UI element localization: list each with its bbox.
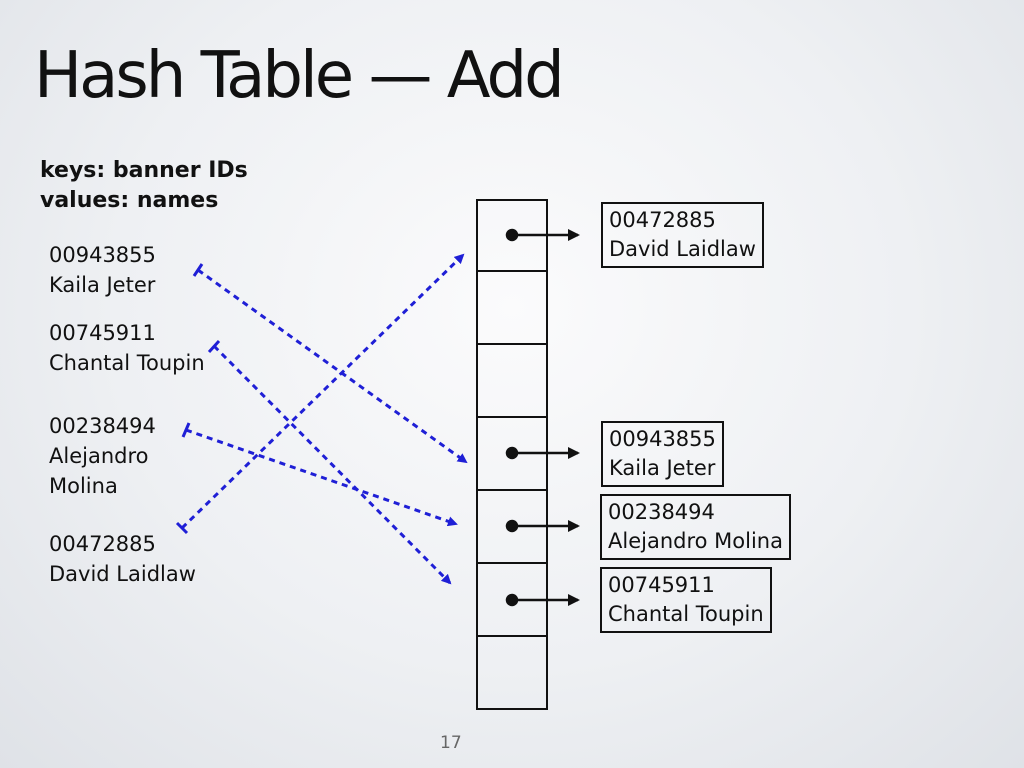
subtitle-keys: keys: banner IDs — [40, 158, 248, 183]
key-entry-chantal: 00745911 Chantal Toupin — [49, 318, 205, 378]
hash-arrow-david — [180, 253, 465, 530]
hash-arrow-chantal — [212, 344, 452, 585]
value-id: 00745911 — [608, 573, 715, 597]
value-box-kaila: 00943855 Kaila Jeter — [601, 421, 724, 487]
value-name: David Laidlaw — [609, 237, 756, 261]
hash-tail-alejandro — [181, 422, 191, 438]
key-name: Chantal Toupin — [49, 351, 205, 375]
key-name: Alejandro — [49, 444, 149, 468]
value-id: 00238494 — [608, 500, 715, 524]
key-entry-alejandro: 00238494 Alejandro Molina — [49, 411, 156, 501]
hash-tail-david — [175, 521, 189, 535]
page-number: 17 — [440, 733, 462, 753]
key-id: 00238494 — [49, 414, 156, 438]
hash-arrow-kaila — [197, 268, 468, 464]
value-box-david: 00472885 David Laidlaw — [601, 202, 764, 268]
key-name-line2: Molina — [49, 474, 118, 498]
value-name: Chantal Toupin — [608, 602, 764, 626]
value-name: Alejandro Molina — [608, 529, 783, 553]
table-slot-2 — [476, 345, 548, 418]
value-box-chantal: 00745911 Chantal Toupin — [600, 567, 772, 633]
hash-tail-kaila — [192, 263, 204, 277]
value-box-alejandro: 00238494 Alejandro Molina — [600, 494, 791, 560]
key-id: 00745911 — [49, 321, 156, 345]
key-id: 00943855 — [49, 243, 156, 267]
table-slot-1 — [476, 272, 548, 345]
key-id: 00472885 — [49, 532, 156, 556]
table-slot-3 — [476, 418, 548, 491]
table-slot-4 — [476, 491, 548, 564]
value-id: 00472885 — [609, 208, 716, 232]
table-slot-6 — [476, 637, 548, 710]
key-entry-kaila: 00943855 Kaila Jeter — [49, 240, 156, 300]
value-id: 00943855 — [609, 427, 716, 451]
hash-tail-chantal — [207, 339, 221, 354]
subtitle-values: values: names — [40, 188, 219, 213]
hash-arrow-alejandro — [185, 428, 458, 527]
key-name: Kaila Jeter — [49, 273, 156, 297]
key-name: David Laidlaw — [49, 562, 196, 586]
slide-title: Hash Table — Add — [34, 39, 565, 113]
key-entry-david: 00472885 David Laidlaw — [49, 529, 196, 589]
value-name: Kaila Jeter — [609, 456, 716, 480]
